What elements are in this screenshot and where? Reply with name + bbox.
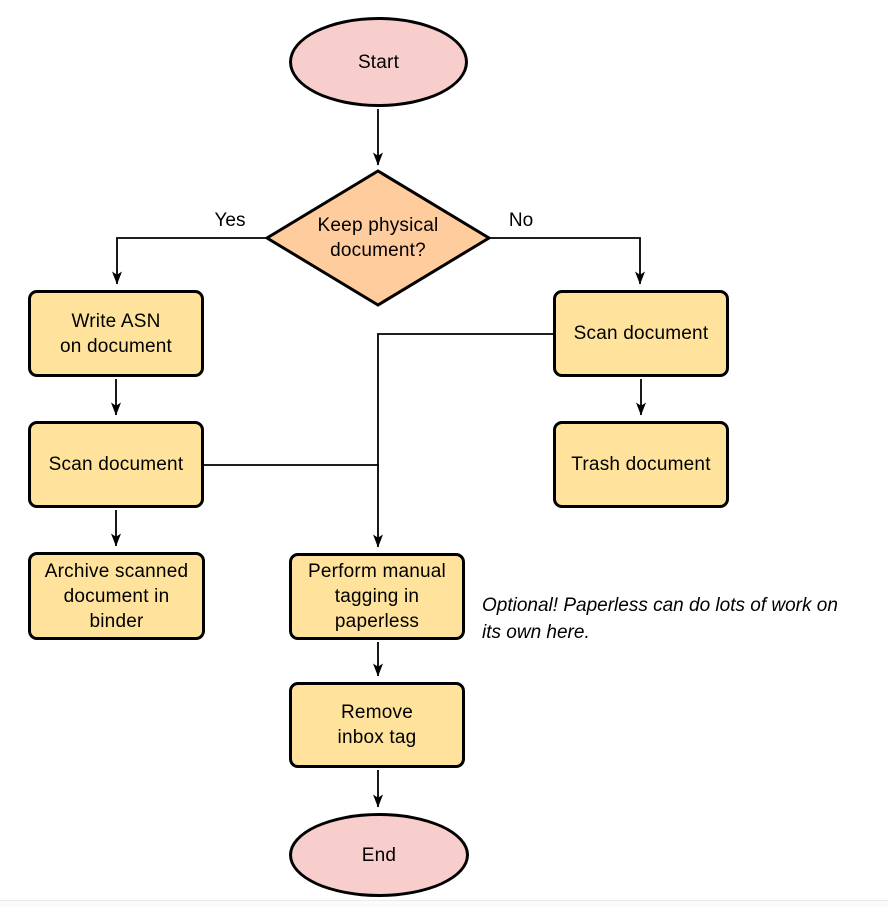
annotation-note: Optional! Paperless can do lots of work … [482,595,838,643]
decision-node: Keep physical document? [317,215,439,261]
start-node: Start [289,17,468,107]
remove-inbox-tag-node: Remove inbox tag [289,682,465,768]
bottom-divider [0,900,888,907]
archive-scanned-node: Archive scanned document in binder [28,552,205,640]
edge-scan-right-to-tagging [373,333,553,548]
scan-document-left-node: Scan document [28,421,204,508]
end-node: End [289,813,469,897]
write-asn-node: Write ASN on document [28,290,204,377]
edge-decision-yes-to-write-asn [112,237,267,285]
no-edge-label: No [508,210,534,231]
scan-document-right-node: Scan document [553,290,729,377]
yes-edge-label: Yes [214,210,246,231]
manual-tagging-node: Perform manual tagging in paperless [289,553,465,640]
trash-document-node: Trash document [553,421,729,508]
edge-decision-no-to-scan-right [489,237,645,285]
decision-diamond-shape [264,169,492,307]
